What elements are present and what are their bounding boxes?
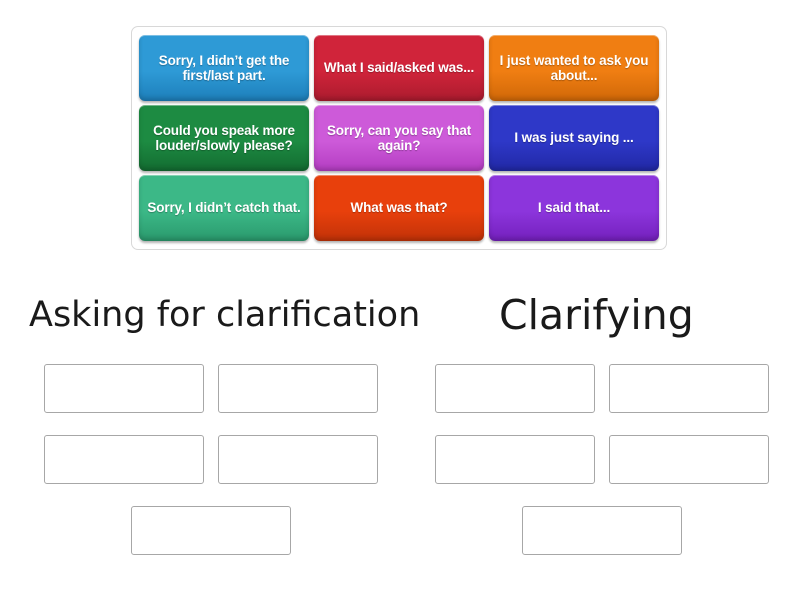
tile-label: I just wanted to ask you about... [499,52,649,83]
draggable-tile[interactable]: Sorry, I didn’t catch that. [139,175,309,241]
draggable-tile[interactable]: Sorry, can you say that again? [314,105,484,171]
tile-label: Sorry, I didn’t get the first/last part. [158,52,290,83]
drop-slot[interactable] [435,435,595,484]
category-title-clarifying: Clarifying [499,291,694,339]
drop-slot[interactable] [609,364,769,413]
tile-label: Sorry, I didn’t catch that. [147,200,301,216]
tile-grid: Sorry, I didn’t get the first/last part.… [139,35,659,241]
drop-slot[interactable] [435,364,595,413]
draggable-tile[interactable]: What was that? [314,175,484,241]
draggable-tile[interactable]: What I said/asked was... [314,35,484,101]
drop-slot[interactable] [522,506,682,555]
draggable-tile[interactable]: Sorry, I didn’t get the first/last part. [139,35,309,101]
tile-label: Could you speak more louder/slowly pleas… [153,122,295,153]
tile-label: I said that... [537,200,611,216]
tile-tray: Sorry, I didn’t get the first/last part.… [131,26,667,250]
tile-label: Sorry, can you say that again? [326,122,472,153]
category-title-asking-for-clarification: Asking for clarification [29,295,421,335]
tile-label: What was that? [350,200,448,216]
tile-label: What I said/asked was... [323,60,475,76]
drop-column-asking-for-clarification [36,364,386,555]
drop-slot[interactable] [131,506,291,555]
draggable-tile[interactable]: I said that... [489,175,659,241]
drop-slot[interactable] [218,435,378,484]
drop-column-clarifying [427,364,777,555]
draggable-tile[interactable]: I just wanted to ask you about... [489,35,659,101]
drop-slot[interactable] [44,435,204,484]
drop-slot[interactable] [609,435,769,484]
tile-label: I was just saying ... [514,130,634,146]
draggable-tile[interactable]: I was just saying ... [489,105,659,171]
draggable-tile[interactable]: Could you speak more louder/slowly pleas… [139,105,309,171]
drop-slot[interactable] [44,364,204,413]
drop-slot[interactable] [218,364,378,413]
